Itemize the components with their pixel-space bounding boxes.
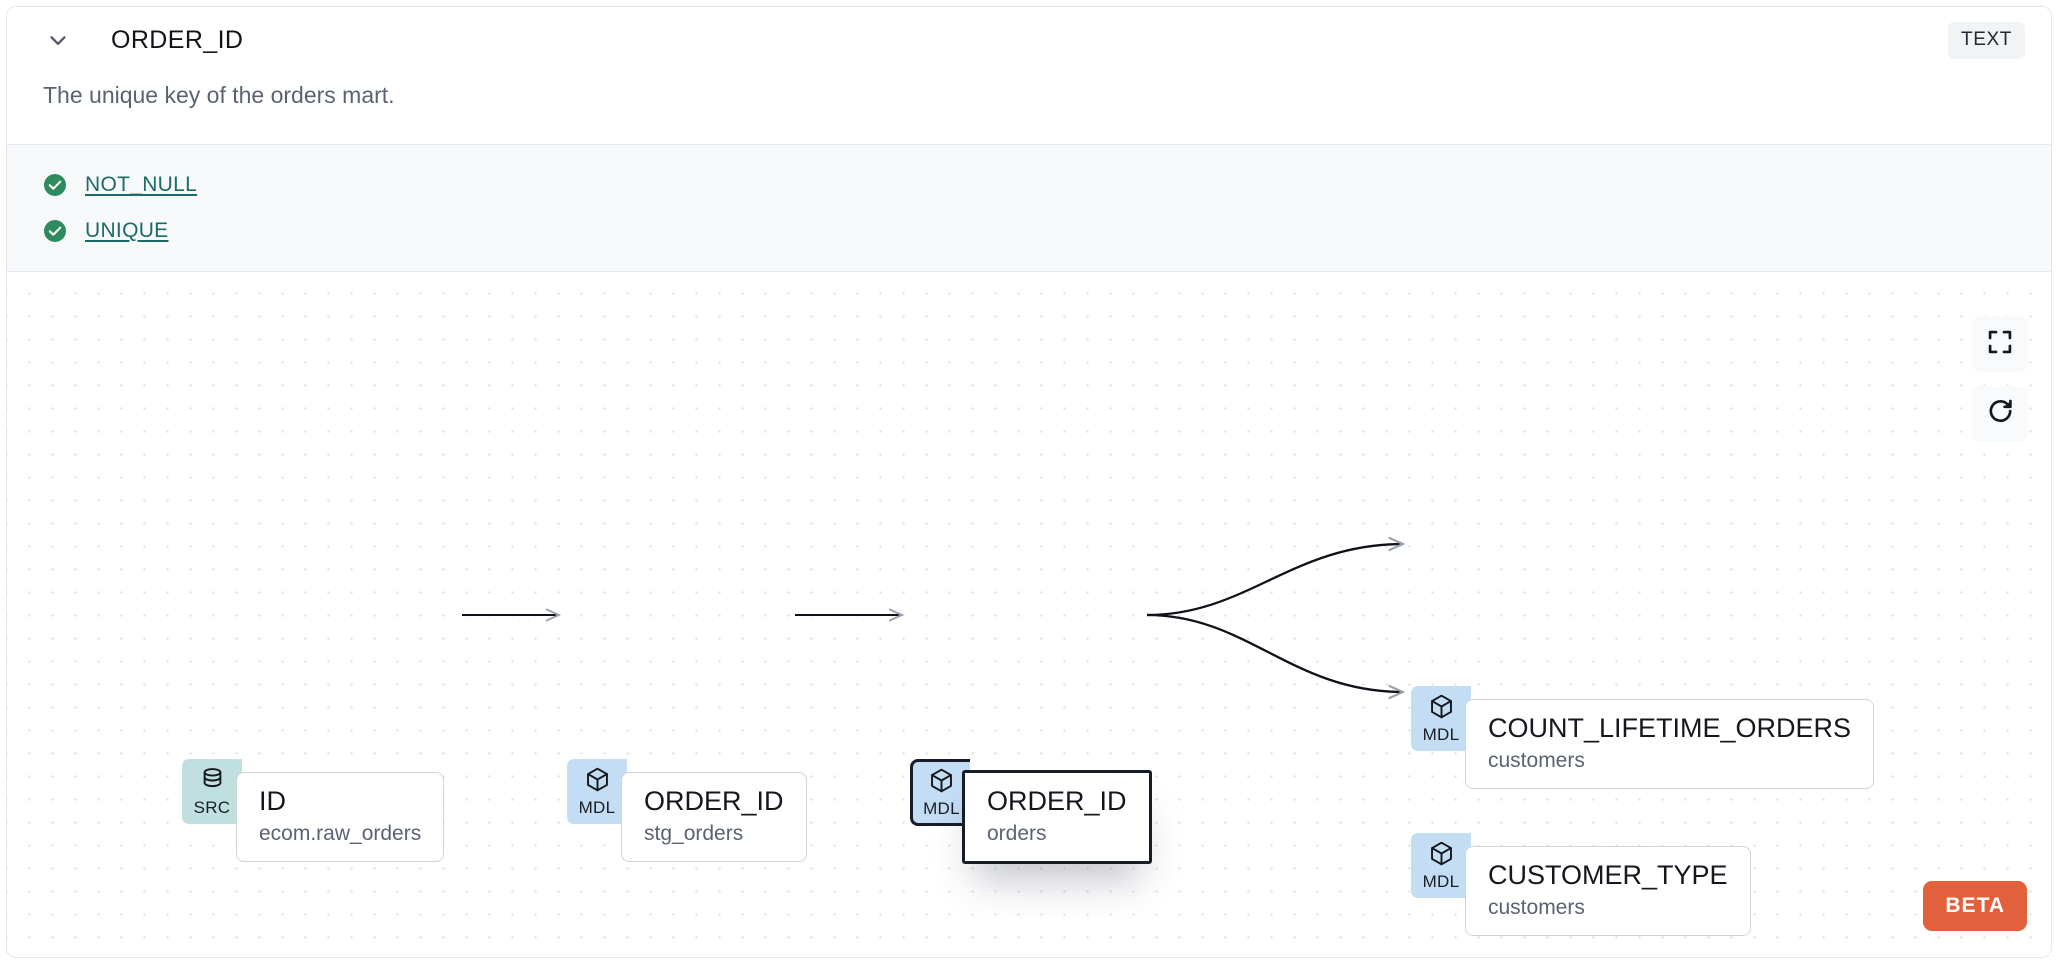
node-card[interactable]: ORDER_ID stg_orders bbox=[621, 772, 807, 863]
node-badge-mdl: MDL bbox=[1411, 686, 1471, 751]
lineage-canvas[interactable]: SRC ID ecom.raw_orders MDL ORDE bbox=[7, 272, 2051, 957]
lineage-node-orders-selected[interactable]: MDL ORDER_ID orders bbox=[910, 759, 1152, 865]
test-row: NOT_NULL bbox=[7, 162, 2051, 208]
check-circle-icon bbox=[43, 219, 67, 243]
lineage-node-customer-type[interactable]: MDL CUSTOMER_TYPE customers bbox=[1411, 833, 1751, 937]
node-name: CUSTOMER_TYPE bbox=[1488, 860, 1728, 890]
test-link-not-null[interactable]: NOT_NULL bbox=[85, 173, 198, 196]
beta-badge[interactable]: BETA bbox=[1923, 881, 2027, 931]
canvas-controls bbox=[1972, 316, 2028, 442]
test-link-unique[interactable]: UNIQUE bbox=[85, 219, 169, 242]
lineage-node-count-lifetime-orders[interactable]: MDL COUNT_LIFETIME_ORDERS customers bbox=[1411, 686, 1875, 790]
node-card[interactable]: ID ecom.raw_orders bbox=[236, 772, 445, 863]
node-name: ORDER_ID bbox=[644, 786, 784, 816]
node-source: stg_orders bbox=[644, 822, 744, 846]
lineage-node-src-id[interactable]: SRC ID ecom.raw_orders bbox=[182, 759, 445, 863]
node-badge-label: MDL bbox=[923, 799, 960, 818]
node-source: orders bbox=[987, 822, 1047, 846]
node-source: customers bbox=[1488, 896, 1585, 920]
node-name: ID bbox=[259, 786, 286, 816]
node-badge-mdl: MDL bbox=[567, 759, 627, 824]
column-type-badge: TEXT bbox=[1948, 21, 2025, 59]
cube-icon bbox=[1428, 693, 1455, 725]
edge-orders-to-count-lifetime-orders bbox=[1146, 544, 1403, 617]
tests-section: NOT_NULL UNIQUE bbox=[7, 144, 2051, 272]
node-badge-mdl: MDL bbox=[1411, 833, 1471, 898]
check-circle-icon bbox=[43, 173, 67, 197]
node-badge-label: MDL bbox=[1422, 872, 1460, 891]
edge-orders-to-customer-type bbox=[1146, 613, 1403, 692]
node-name: COUNT_LIFETIME_ORDERS bbox=[1488, 713, 1852, 743]
column-detail-panel: ORDER_ID TEXT The unique key of the orde… bbox=[6, 6, 2052, 958]
refresh-button[interactable] bbox=[1972, 386, 2028, 442]
node-badge-label: SRC bbox=[193, 798, 231, 817]
chevron-down-icon[interactable] bbox=[41, 23, 75, 57]
cube-icon bbox=[1428, 840, 1455, 872]
header-row: ORDER_ID TEXT bbox=[7, 7, 2051, 73]
refresh-icon bbox=[1986, 397, 2015, 431]
lineage-node-stg-orders[interactable]: MDL ORDER_ID stg_orders bbox=[567, 759, 807, 863]
node-badge-mdl: MDL bbox=[910, 759, 970, 826]
page-title: ORDER_ID bbox=[111, 25, 244, 54]
node-name: ORDER_ID bbox=[987, 786, 1127, 816]
node-source: customers bbox=[1488, 749, 1585, 773]
node-source: ecom.raw_orders bbox=[259, 822, 422, 846]
fullscreen-icon bbox=[1986, 328, 2014, 361]
node-card[interactable]: CUSTOMER_TYPE customers bbox=[1465, 846, 1751, 937]
node-badge-label: MDL bbox=[1422, 725, 1460, 744]
fit-view-button[interactable] bbox=[1972, 316, 2028, 372]
cube-icon bbox=[584, 766, 611, 798]
node-badge-label: MDL bbox=[578, 798, 616, 817]
node-card[interactable]: ORDER_ID orders bbox=[962, 770, 1152, 865]
node-card[interactable]: COUNT_LIFETIME_ORDERS customers bbox=[1465, 699, 1875, 790]
database-icon bbox=[199, 766, 226, 798]
panel-header: ORDER_ID TEXT The unique key of the orde… bbox=[7, 7, 2051, 144]
cube-icon bbox=[928, 767, 955, 799]
column-description: The unique key of the orders mart. bbox=[43, 82, 395, 108]
test-row: UNIQUE bbox=[7, 208, 2051, 254]
node-badge-src: SRC bbox=[182, 759, 242, 824]
